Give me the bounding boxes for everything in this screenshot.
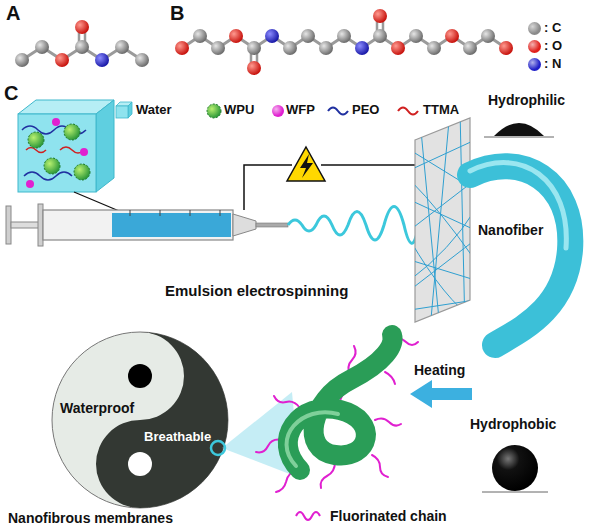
molecule-a [15,20,149,67]
property-label: Breathable [144,430,211,445]
whipping-jet [288,207,418,244]
emulsion-cube [18,100,114,192]
panel-letter: B [170,2,184,25]
heating-arrow [410,380,472,408]
high-voltage-circuit [244,147,415,210]
legend-text: PEO [352,103,379,118]
process-label: Emulsion electrospinning [165,282,348,299]
state-label: Hydrophobic [470,416,556,432]
step-label: Heating [414,362,465,378]
legend-text: WFP [286,103,315,118]
molecule-b [175,9,513,75]
yin-yang-membrane [52,332,228,508]
figure-label: Nanofibrous membranes [8,510,173,526]
surface-line [482,492,548,493]
hydrophobic-droplet [492,445,538,491]
legend-text: Fluorinated chain [330,508,447,524]
legend-swatch [528,40,541,53]
zoom-ring [211,441,225,455]
surface-line [484,137,554,138]
panel-letter: C [4,82,18,105]
part-label: Nanofiber [478,222,543,238]
hydrophilic-droplet [494,123,544,136]
syringe [6,192,288,246]
legend-swatch [528,22,541,35]
property-label: Waterproof [60,400,134,416]
fluorinated-fiber [256,335,418,492]
state-label: Hydrophilic [488,92,565,108]
legend-text: : N [544,57,561,72]
legend-text: WPU [224,103,254,118]
legend-text: Water [136,103,172,118]
legend-swatch [272,105,284,117]
tube-highlight [470,163,566,248]
legend-text: : O [544,39,562,54]
legend-swatch [528,58,541,71]
panel-letter: A [6,2,20,25]
legend-text: : C [544,21,561,36]
legend-text: TTMA [423,103,459,118]
collector-plate [410,110,475,330]
